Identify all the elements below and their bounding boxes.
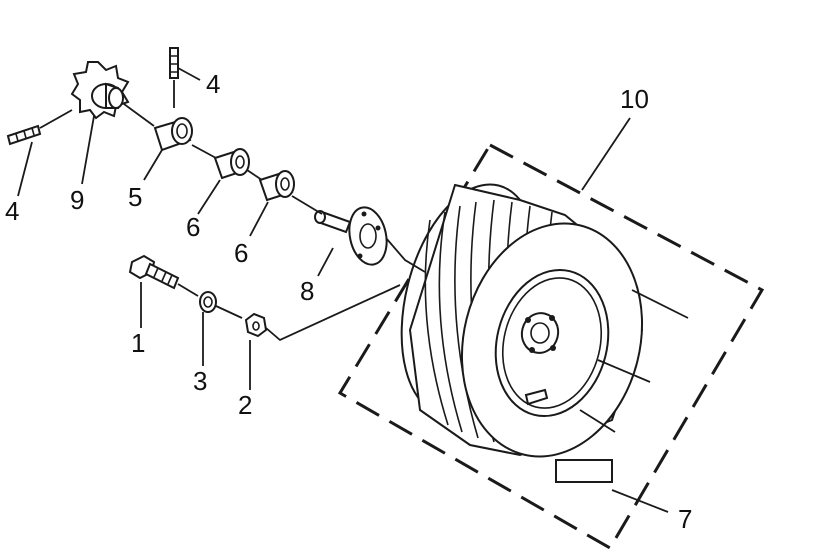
callout-1: 1	[131, 328, 145, 358]
callout-9: 9	[70, 185, 84, 215]
roll-pin-top	[169, 47, 179, 79]
callout-3: 3	[193, 366, 207, 396]
hub-flange	[348, 206, 388, 266]
bearing-a	[213, 148, 250, 180]
hub-assembly	[314, 206, 426, 273]
callout-6-lower: 6	[234, 238, 248, 268]
callout-5: 5	[128, 182, 142, 212]
wheel-and-tire	[400, 183, 689, 458]
callout-6-upper: 6	[186, 212, 200, 242]
label-plate	[555, 459, 613, 483]
bearing-b	[258, 170, 295, 202]
valve-stem	[524, 388, 549, 406]
wheel-assembly-outline	[337, 143, 765, 551]
callout-10: 10	[620, 84, 649, 114]
callout-7: 7	[678, 504, 692, 534]
hex-nut	[244, 312, 268, 338]
callout-4-left: 4	[5, 196, 19, 226]
callout-8: 8	[300, 276, 314, 306]
bolt	[128, 254, 180, 290]
callout-4-top: 4	[206, 69, 220, 99]
sprocket	[70, 61, 130, 120]
callout-2: 2	[238, 390, 252, 420]
wheel-hub-center	[520, 312, 560, 354]
lock-washer	[199, 291, 217, 313]
roll-pin-left	[6, 124, 42, 146]
bushing	[153, 117, 193, 152]
